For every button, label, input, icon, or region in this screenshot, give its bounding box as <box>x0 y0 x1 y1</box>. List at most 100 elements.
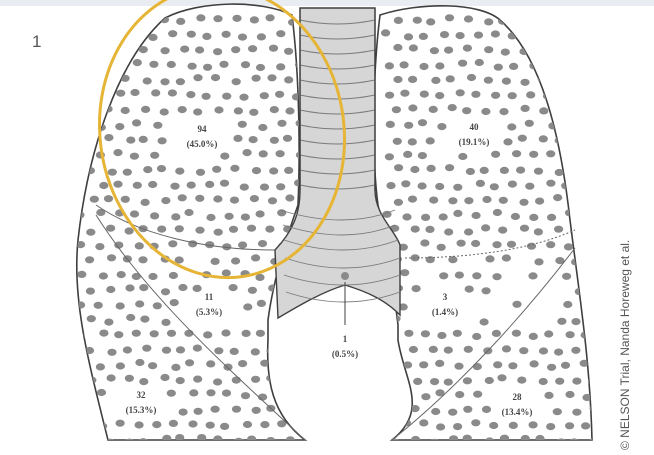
nodule-dot <box>386 121 395 128</box>
nodule-dot <box>429 106 438 113</box>
nodule-dot <box>530 360 539 367</box>
nodule-dot <box>233 135 242 142</box>
nodule-dot <box>553 47 562 54</box>
nodule-dot <box>95 243 104 250</box>
nodule-dot <box>294 420 303 427</box>
nodule-dot <box>125 439 134 446</box>
nodule-dot <box>418 119 427 126</box>
nodule-dot <box>492 241 501 248</box>
nodule-dot <box>238 121 247 128</box>
nodule-dot <box>584 211 593 218</box>
nodule-dot <box>117 271 126 278</box>
nodule-dot <box>132 119 141 126</box>
nodule-dot <box>202 93 211 100</box>
nodule-dot <box>572 378 581 385</box>
nodule-dot <box>454 363 463 370</box>
nodule-dot <box>275 91 284 98</box>
nodule-dot <box>249 109 258 116</box>
nodule-dot <box>276 63 285 70</box>
nodule-dot <box>492 330 501 337</box>
nodule-dot <box>589 289 598 296</box>
nodule-dot <box>499 197 508 204</box>
nodule-dot <box>293 332 302 339</box>
nodule-dot <box>171 213 180 220</box>
nodule-dot <box>76 31 85 38</box>
nodule-dot <box>401 180 410 187</box>
nodule-dot <box>193 285 202 292</box>
nodule-dot <box>555 137 564 144</box>
nodule-dot <box>394 199 403 206</box>
nodule-dot <box>440 31 449 38</box>
nodule-dot <box>393 76 402 83</box>
nodule-dot <box>546 180 555 187</box>
nodule-dot <box>161 288 170 295</box>
nodule-dot <box>425 226 434 233</box>
nodule-dot <box>490 183 499 190</box>
nodule-dot <box>458 60 467 67</box>
nodule-dot <box>393 44 402 51</box>
nodule-dot <box>499 108 508 115</box>
nodule-dot <box>472 272 481 279</box>
nodule-dot <box>484 18 493 25</box>
nodule-dot <box>437 244 446 251</box>
nodule-dot <box>507 123 516 130</box>
nodule-dot <box>472 333 481 340</box>
nodule-dot <box>241 392 250 399</box>
nodule-dot <box>285 107 294 114</box>
nodule-dot <box>258 240 267 247</box>
nodule-dot <box>547 364 556 371</box>
nodule-dot <box>222 269 231 276</box>
nodule-dot <box>539 135 548 142</box>
nodule-dot <box>132 330 141 337</box>
nodule-dot <box>126 137 135 144</box>
nodule-dot <box>126 314 135 321</box>
nodule-dot <box>580 150 589 157</box>
nodule-dot <box>176 78 185 85</box>
nodule-dot <box>453 423 462 430</box>
nodule-dot <box>286 436 295 443</box>
nodule-dot <box>242 330 251 337</box>
nodule-dot <box>419 361 428 368</box>
nodule-dot <box>213 195 222 202</box>
nodule-dot <box>113 181 122 188</box>
nodule-dot <box>581 422 590 429</box>
nodule-dot <box>419 419 428 426</box>
nodule-dot <box>474 31 483 38</box>
nodule-dot <box>520 14 529 21</box>
nodule-dot <box>554 349 563 356</box>
nodule-dot <box>220 153 229 160</box>
nodule-dot <box>498 227 507 234</box>
nodule-dot <box>108 169 117 176</box>
nodule-dot <box>161 47 170 54</box>
nodule-dot <box>544 63 553 70</box>
nodule-dot <box>87 377 96 384</box>
nodule-dot <box>435 62 444 69</box>
nodule-dot <box>572 409 581 416</box>
nodule-dot <box>539 378 548 385</box>
nodule-dot <box>436 423 445 430</box>
nodule-dot <box>85 256 94 263</box>
nodule-dot <box>464 197 473 204</box>
nodule-dot <box>476 180 485 187</box>
nodule-dot <box>546 241 555 248</box>
nodule-dot <box>107 349 116 356</box>
nodule-dot <box>135 300 144 307</box>
nodule-dot <box>385 92 394 99</box>
nodule-dot <box>426 137 435 144</box>
nodule-dot <box>238 360 247 367</box>
nodule-dot <box>150 212 159 219</box>
nodule-dot <box>562 31 571 38</box>
nodule-dot <box>525 120 534 127</box>
nodule-dot <box>135 242 144 249</box>
nodule-dot <box>89 408 98 415</box>
nodule-dot <box>427 165 436 172</box>
nodule-dot <box>529 151 538 158</box>
nodule-dot <box>566 331 575 338</box>
nodule-dot <box>220 180 229 187</box>
nodule-dot <box>229 284 238 291</box>
nodule-dot <box>535 198 544 205</box>
svg-text:(5.3%): (5.3%) <box>196 307 222 317</box>
nodule-dot <box>543 93 552 100</box>
nodule-dot <box>409 346 418 353</box>
nodule-dot <box>383 363 392 370</box>
